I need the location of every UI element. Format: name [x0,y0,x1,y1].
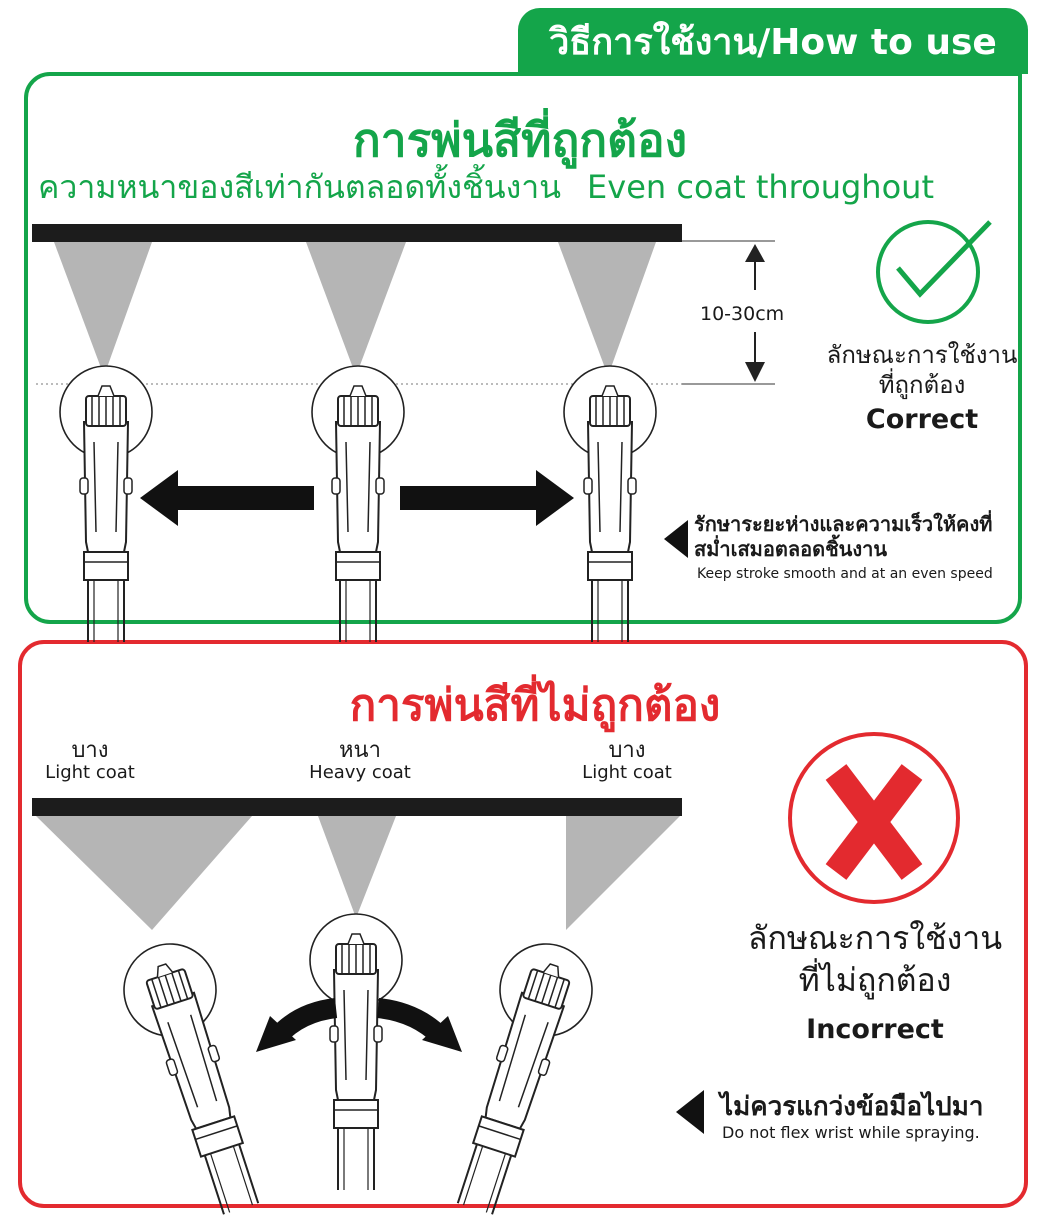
spray-cone [54,242,152,376]
work-surface [32,798,682,816]
spray-cone [306,242,406,376]
spray-can-icon [563,365,657,643]
spray-can-icon [309,913,403,1191]
coat-label-right: บาง Light coat [577,738,677,784]
coat-label-left: บาง Light coat [40,738,140,784]
correct-status-en: Correct [865,404,979,435]
work-surface [32,224,682,242]
correct-tip-th: รักษาระยะห่างและความเร็วให้คงที่ สม่ำเสม… [694,512,1024,562]
arrow-up-icon [745,244,765,262]
coat-left-th: บาง [71,738,109,763]
coat-right-th: บาง [608,738,646,763]
incorrect-status-th-line1: ลักษณะการใช้งาน [747,919,1003,957]
coat-center-en: Heavy coat [309,762,411,784]
incorrect-title: การพ่นสีที่ไม่ถูกต้อง [349,680,721,731]
how-to-use-tab: วิธีการใช้งาน/How to use [518,8,1028,74]
correct-status-th: ลักษณะการใช้งาน ที่ถูกต้อง [812,340,1032,400]
curved-arrow-icon [256,998,338,1052]
triangle-pointer-icon [676,1090,704,1134]
x-circle-icon [788,732,960,904]
curved-arrow-icon [376,998,462,1052]
spray-can-icon [311,365,405,643]
correct-tip-th-line2: สม่ำเสมอตลอดชิ้นงาน [694,537,888,561]
spray-cone [318,816,396,918]
incorrect-tip-en: Do not flex wrist while spraying. [722,1123,980,1142]
correct-subtitle: ความหนาของสีเท่ากันตลอดทั้งชิ้นงาน Even c… [38,162,1018,213]
correct-status-th-line2: ที่ถูกต้อง [878,371,966,399]
incorrect-panel [18,640,1028,1208]
spray-cone [566,816,680,930]
spray-can-icon [111,931,286,1215]
correct-subtitle-en: Even coat throughout [587,168,934,206]
correct-tip-en: Keep stroke smooth and at an even speed [697,566,993,582]
spray-cone [558,242,656,376]
arrow-left-icon [140,470,314,526]
arrow-down-icon [745,362,765,382]
correct-status-th-line1: ลักษณะการใช้งาน [826,341,1018,369]
check-circle-icon [876,220,992,324]
spray-can-icon [430,931,605,1215]
coat-center-th: หนา [339,738,381,763]
correct-tip-th-line1: รักษาระยะห่างและความเร็วให้คงที่ [694,512,993,536]
spray-can-icon [59,365,153,643]
coat-label-center: หนา Heavy coat [300,738,420,784]
incorrect-status-th-line2: ที่ไม่ถูกต้อง [798,960,952,999]
correct-panel [24,72,1022,624]
coat-right-en: Light coat [582,762,672,784]
triangle-pointer-icon [664,520,688,558]
spray-cone [36,816,252,930]
correct-title: การพ่นสีที่ถูกต้อง [352,113,688,167]
incorrect-status-th: ลักษณะการใช้งาน ที่ไม่ถูกต้อง [740,918,1010,1001]
distance-label: 10-30cm [700,303,785,325]
incorrect-status-en: Incorrect [806,1014,944,1045]
coat-left-en: Light coat [45,762,135,784]
arrow-right-icon [400,470,574,526]
incorrect-tip-th: ไม่ควรแกว่งข้อมือไปมา [720,1092,984,1122]
correct-subtitle-th: ความหนาของสีเท่ากันตลอดทั้งชิ้นงาน [38,168,562,206]
